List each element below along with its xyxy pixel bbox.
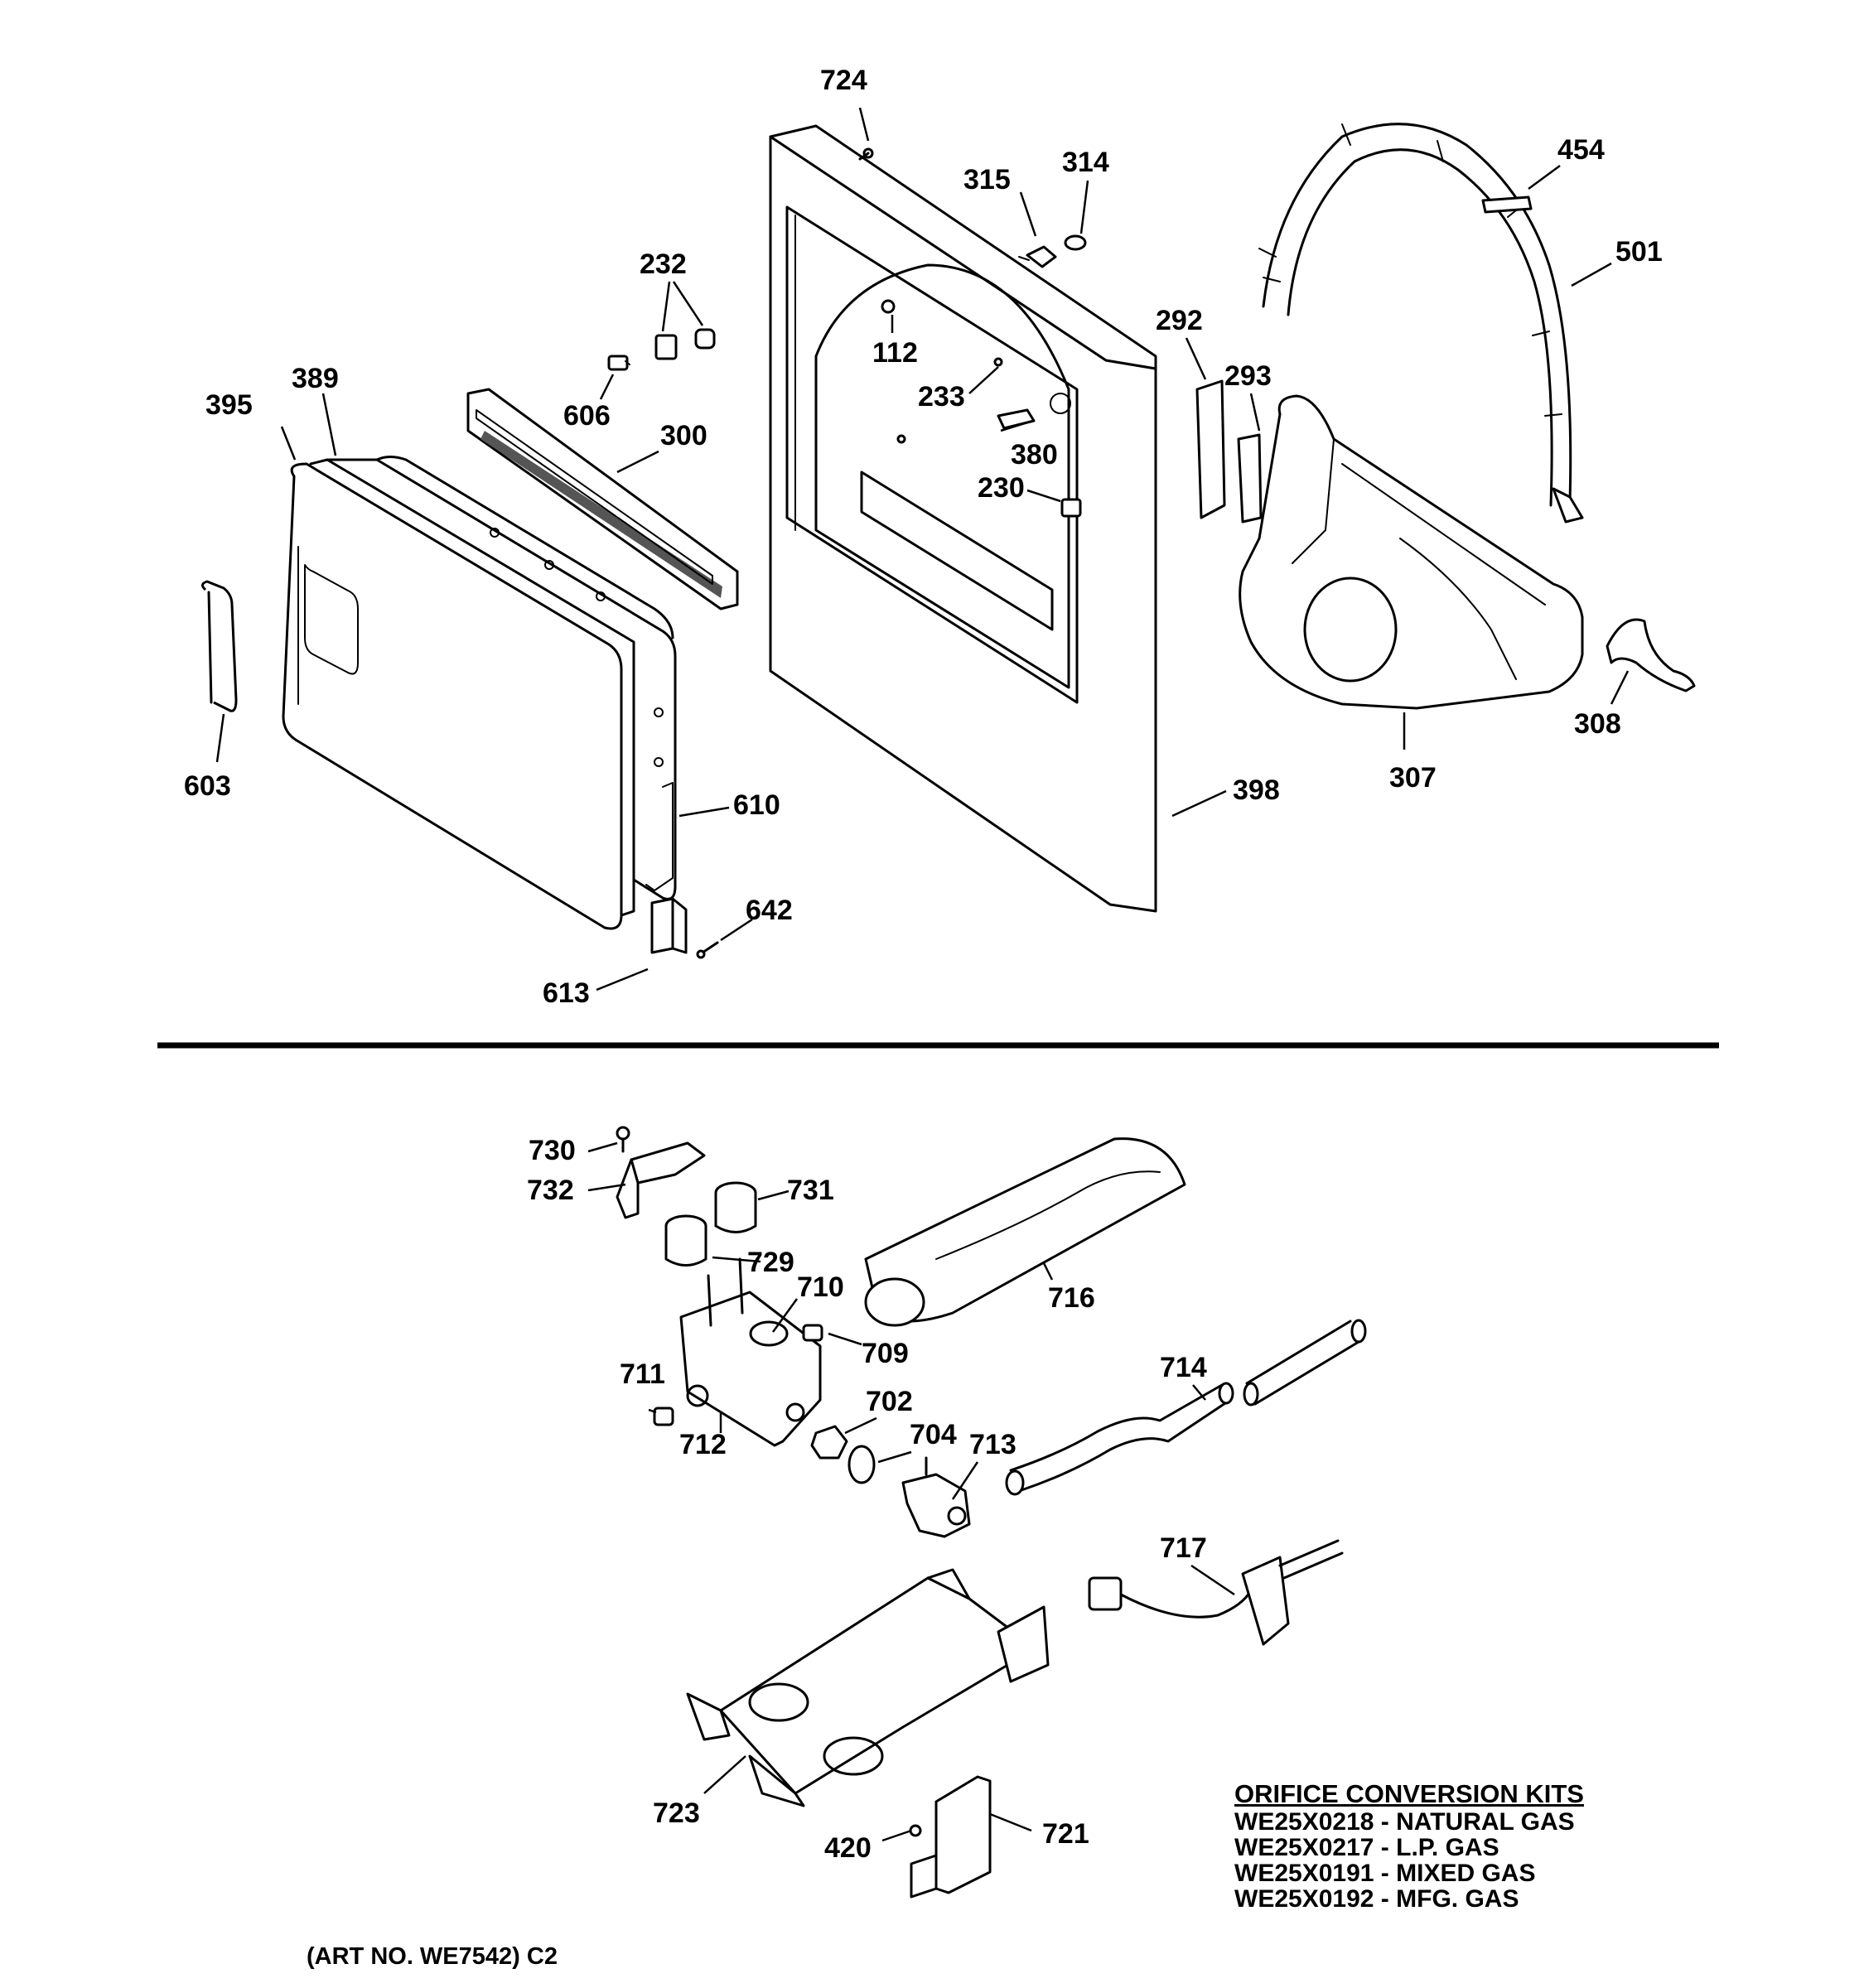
label-314: 314 — [1062, 147, 1109, 178]
label-724: 724 — [820, 65, 867, 96]
label-230: 230 — [978, 472, 1025, 504]
button-230[interactable] — [1060, 498, 1082, 518]
screw-112[interactable] — [881, 299, 896, 314]
part-labels: 724 314 315 454 501 232 112 292 293 395 … — [184, 65, 1663, 1864]
label-721: 721 — [1042, 1818, 1089, 1850]
kit-part-no: WE25X0218 — [1234, 1808, 1374, 1836]
label-454: 454 — [1557, 134, 1605, 166]
coil-729[interactable] — [664, 1214, 707, 1267]
label-642: 642 — [746, 895, 793, 926]
coil-731[interactable] — [714, 1181, 757, 1233]
orifice-704[interactable] — [847, 1445, 876, 1484]
label-714: 714 — [1160, 1352, 1207, 1383]
label-389: 389 — [292, 363, 339, 394]
screw-420[interactable] — [909, 1824, 922, 1837]
bracket-292[interactable] — [1195, 379, 1226, 519]
kit-description: MIXED GAS — [1396, 1860, 1536, 1887]
label-606: 606 — [563, 400, 611, 432]
label-293: 293 — [1224, 360, 1272, 392]
nut-702[interactable] — [810, 1425, 848, 1460]
felt-308[interactable] — [1606, 618, 1696, 692]
gas-valve-712[interactable] — [679, 1257, 822, 1447]
leader-lines-upper — [215, 107, 1630, 992]
label-704: 704 — [910, 1419, 957, 1450]
front-panel-398[interactable] — [769, 124, 1157, 913]
label-420: 420 — [824, 1832, 872, 1864]
screw-730[interactable] — [616, 1126, 630, 1153]
label-308: 308 — [1574, 708, 1621, 740]
label-380: 380 — [1011, 439, 1058, 470]
door-hinge-613[interactable] — [650, 897, 688, 954]
label-501: 501 — [1615, 236, 1663, 268]
kit-description: L.P. GAS — [1396, 1834, 1499, 1861]
door-gasket-610[interactable] — [645, 782, 674, 891]
burner-716[interactable] — [864, 1137, 1186, 1327]
kit-part-no: WE25X0217 — [1234, 1834, 1374, 1861]
lamp-bulb-314[interactable] — [1064, 234, 1087, 251]
strike-606[interactable] — [607, 355, 630, 371]
bracket-293[interactable] — [1237, 433, 1263, 524]
kit-description: NATURAL GAS — [1396, 1808, 1575, 1836]
label-713: 713 — [969, 1429, 1017, 1460]
lint-duct-307[interactable] — [1239, 394, 1584, 710]
label-731: 731 — [787, 1175, 834, 1206]
fitting-711[interactable] — [653, 1407, 674, 1426]
label-233: 233 — [918, 381, 965, 413]
kit-row: WE25X0217 - L.P. GAS — [1234, 1834, 1499, 1861]
kit-description: MFG. GAS — [1396, 1885, 1519, 1913]
kit-row: WE25X0218 - NATURAL GAS — [1234, 1808, 1575, 1836]
label-723: 723 — [653, 1797, 700, 1829]
hinge-screw-642[interactable] — [696, 941, 719, 959]
kit-part-no: WE25X0191 — [1234, 1860, 1374, 1887]
label-730: 730 — [529, 1135, 576, 1166]
bracket-732[interactable] — [616, 1141, 706, 1219]
label-610: 610 — [733, 789, 780, 821]
label-307: 307 — [1389, 762, 1437, 794]
label-613: 613 — [543, 977, 590, 1009]
gas-pipe-714[interactable] — [1005, 1382, 1234, 1496]
label-292: 292 — [1156, 305, 1203, 336]
lint-housing-300[interactable] — [466, 388, 739, 610]
kit-part-no: WE25X0192 — [1234, 1885, 1374, 1913]
label-398: 398 — [1233, 774, 1280, 806]
bracket-721[interactable] — [910, 1775, 992, 1899]
label-717: 717 — [1160, 1532, 1207, 1564]
igniter-717[interactable] — [1088, 1539, 1344, 1646]
label-729: 729 — [747, 1247, 794, 1278]
screw-724[interactable] — [858, 147, 874, 161]
door-switch-232[interactable] — [654, 328, 716, 360]
seal-454[interactable] — [1481, 195, 1533, 214]
bulkhead-ring-501[interactable] — [1258, 123, 1584, 524]
label-702: 702 — [866, 1386, 913, 1417]
label-112: 112 — [872, 337, 918, 369]
orifice-conversion-kits: ORIFICE CONVERSION KITS WE25X0218 - NATU… — [1234, 1779, 1698, 1912]
label-716: 716 — [1048, 1282, 1095, 1314]
label-232: 232 — [640, 248, 687, 280]
art-number: (ART NO. WE7542) C2 — [307, 1943, 558, 1970]
screw-233[interactable] — [896, 357, 1003, 444]
label-710: 710 — [797, 1271, 844, 1303]
leader-lines-lower — [587, 1141, 1235, 1842]
shutoff-valve-713[interactable] — [901, 1456, 971, 1538]
label-315: 315 — [963, 164, 1011, 195]
burner-bracket-723[interactable] — [686, 1568, 1050, 1807]
label-709: 709 — [862, 1338, 909, 1369]
gas-pipe-segment-714[interactable] — [1243, 1319, 1367, 1407]
lamp-socket-315[interactable] — [1018, 245, 1057, 268]
label-300: 300 — [660, 420, 707, 451]
kit-row: WE25X0192 - MFG. GAS — [1234, 1885, 1519, 1913]
label-732: 732 — [527, 1175, 574, 1206]
label-395: 395 — [205, 389, 253, 421]
door-handle-603[interactable] — [201, 580, 238, 712]
label-712: 712 — [679, 1429, 727, 1460]
door-panel-395[interactable] — [282, 458, 635, 930]
label-603: 603 — [184, 770, 231, 802]
switch-380[interactable] — [997, 408, 1036, 430]
label-711: 711 — [620, 1358, 665, 1390]
kit-row: WE25X0191 - MIXED GAS — [1234, 1860, 1536, 1887]
kits-title: ORIFICE CONVERSION KITS — [1234, 1779, 1584, 1808]
fitting-709[interactable] — [802, 1324, 823, 1342]
